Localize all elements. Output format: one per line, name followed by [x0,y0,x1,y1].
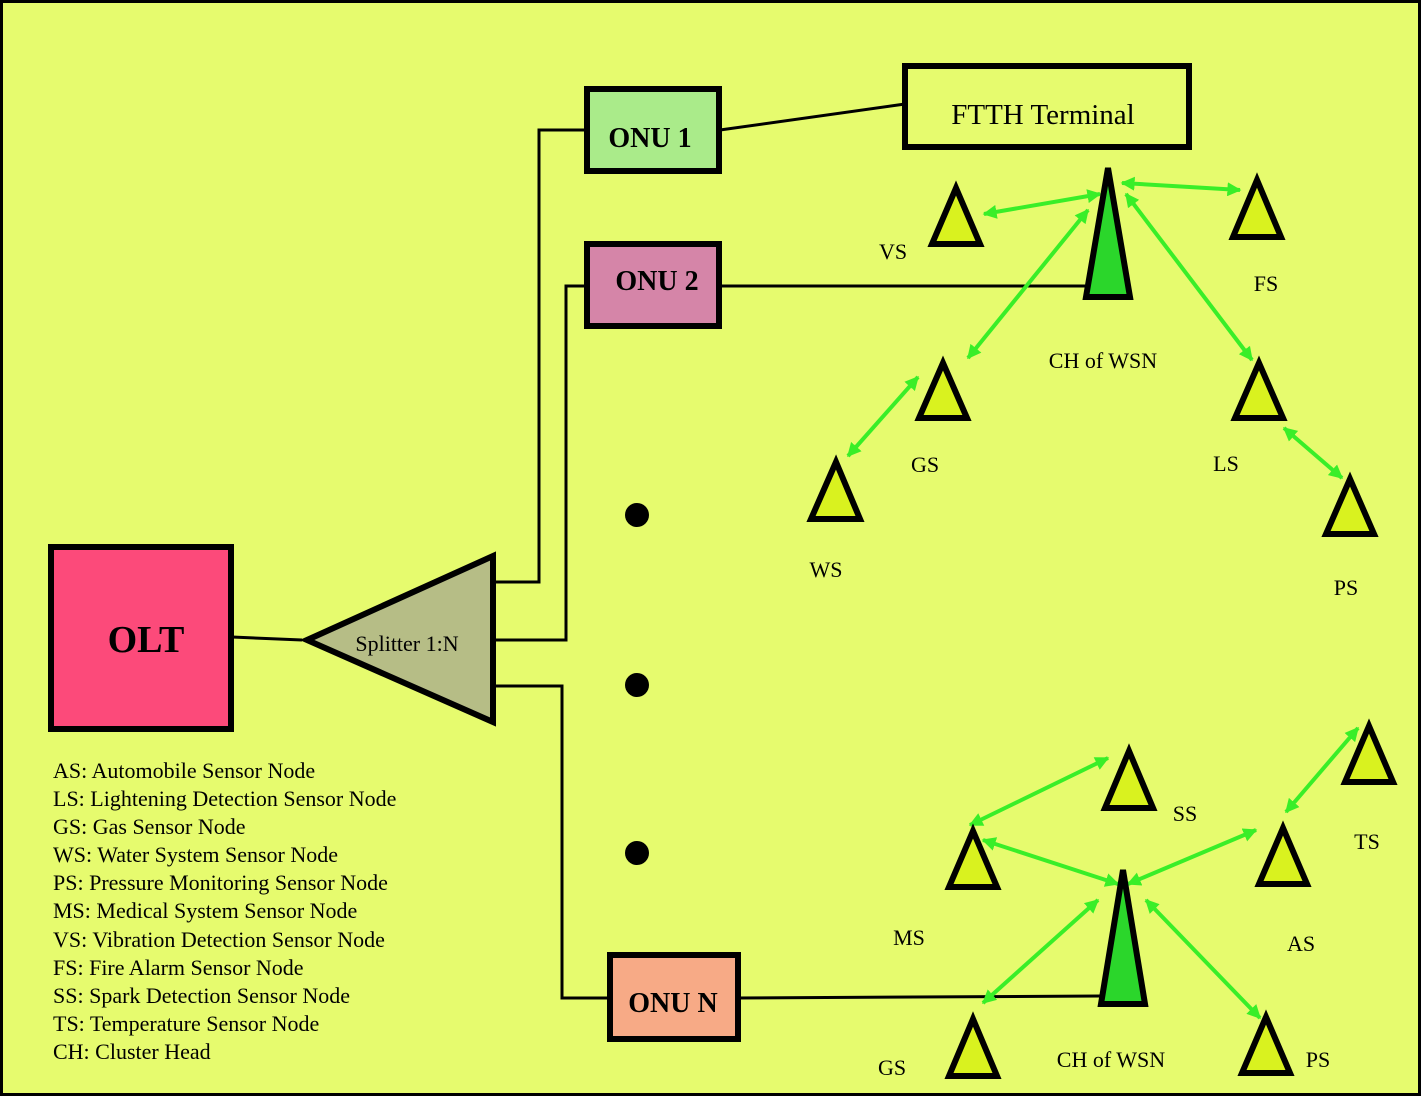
ftth-terminal-label: FTTH Terminal [951,99,1135,131]
onu-n: ONU N [607,952,741,1042]
link-splitter-onu2 [495,284,587,642]
olt-block: OLT [48,544,234,732]
legend-item: FS: Fire Alarm Sensor Node [53,955,304,980]
wireless-link-as [1126,828,1258,886]
cluster-head-bottom-icon [1097,869,1149,1007]
sensor-ps-bottom-icon [1237,1009,1295,1076]
onu-1-label: ONU 1 [608,123,691,154]
sensor-ls-icon [1230,355,1288,421]
legend-item: LS: Lightening Detection Sensor Node [53,786,396,811]
wireless-link-ls [1124,192,1254,362]
onu-n-label: ONU N [628,988,717,1019]
cluster-head-top-icon [1082,167,1134,300]
sensor-as-icon [1254,820,1312,887]
sensor-ss-label: SS [1173,801,1197,826]
sensor-nodes [806,172,1398,1079]
sensor-ps-bottom-label: PS [1306,1047,1330,1072]
legend-item: PS: Pressure Monitoring Sensor Node [53,870,388,895]
splitter-block: Splitter 1:N [299,551,496,727]
wireless-link-gs-top [966,208,1090,360]
sensor-gs-top-icon [914,355,972,421]
sensor-ps-top-icon [1321,471,1379,537]
wireless-link-ts [1284,726,1360,814]
wireless-link-ss [968,756,1110,827]
wireless-links [846,176,1360,1020]
wireless-link-fs [1120,176,1242,197]
sensor-ss-icon [1100,743,1158,811]
sensor-fs-label: FS [1254,271,1278,296]
legend-item: GS: Gas Sensor Node [53,814,246,839]
ellipsis-dot [625,503,649,527]
sensor-gs-bottom-icon [944,1011,1002,1079]
cluster-head-top-label: CH of WSN [1049,348,1157,373]
sensor-fs-icon [1228,172,1286,240]
link-splitter-onuN [495,684,609,1000]
ellipsis-dots [625,503,649,865]
sensor-ws-icon [806,454,865,522]
sensor-ls-label: LS [1213,451,1239,476]
sensor-ps-top-label: PS [1334,575,1358,600]
wireless-link-ws [846,375,920,458]
wireless-link-ps-top [1282,426,1344,480]
sensor-ws-label: WS [810,557,843,582]
sensor-vs-icon [927,180,985,247]
link-splitter-onu1 [495,128,587,584]
legend-item: TS: Temperature Sensor Node [53,1011,319,1036]
legend-item: SS: Spark Detection Sensor Node [53,983,350,1008]
olt-label: OLT [108,619,185,661]
ellipsis-dot [625,673,649,697]
cluster-head-bottom-label: CH of WSN [1057,1047,1165,1072]
link-onu1-ftth [719,102,906,132]
wireless-link-gs-bottom [981,898,1100,1005]
link-onuN-cluster-head-bottom [736,994,1101,1000]
sensor-ms-label: MS [893,925,925,950]
onu-1: ONU 1 [584,86,722,174]
legend-item: CH: Cluster Head [53,1039,211,1064]
legend-item: VS: Vibration Detection Sensor Node [53,927,385,952]
splitter-label: Splitter 1:N [355,631,458,656]
sensor-as-label: AS [1287,931,1315,956]
sensor-vs-label: VS [879,239,907,264]
legend-item: MS: Medical System Sensor Node [53,898,357,923]
legend-item: AS: Automobile Sensor Node [53,758,315,783]
onu-2: ONU 2 [584,241,722,329]
sensor-ts-icon [1340,718,1398,785]
sensor-gs-bottom-label: GS [878,1055,906,1080]
sensor-gs-top-label: GS [911,452,939,477]
ellipsis-dot [625,841,649,865]
wireless-link-ms [981,837,1120,887]
sensor-ts-label: TS [1354,829,1380,854]
ftth-terminal: FTTH Terminal [902,63,1192,150]
link-olt-splitter [231,635,303,642]
onu-2-label: ONU 2 [615,266,698,297]
node-labels: VS FS CH of WSN GS LS WS PS SS TS MS AS … [810,239,1380,1080]
wireless-link-ps-bottom [1144,898,1262,1020]
sensor-ms-icon [944,823,1002,890]
legend: AS: Automobile Sensor Node LS: Lightenin… [53,758,396,1064]
legend-item: WS: Water System Sensor Node [53,842,338,867]
